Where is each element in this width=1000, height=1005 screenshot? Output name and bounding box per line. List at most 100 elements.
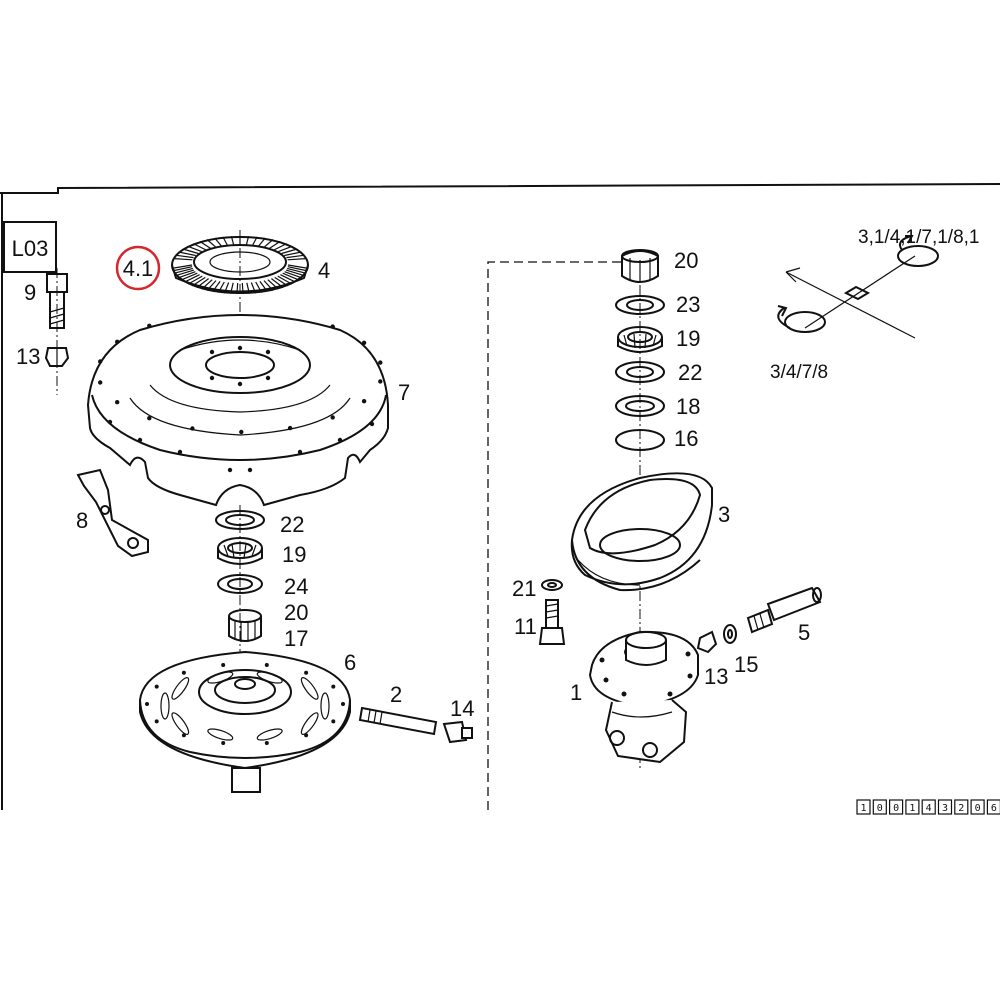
gear-tooth xyxy=(284,271,302,279)
gear-tooth xyxy=(282,272,299,281)
label-part-4: 4 xyxy=(318,258,330,283)
drum-hub-hole xyxy=(265,375,271,381)
gear-tooth xyxy=(281,248,298,255)
drum-rim-hole xyxy=(190,426,195,431)
gear-tooth xyxy=(245,236,250,246)
nut-part-13-right xyxy=(696,630,718,654)
carrier-hole xyxy=(264,663,269,667)
drum-lower-hole xyxy=(337,437,343,443)
gear-tooth xyxy=(257,237,266,247)
drum-rim-hole xyxy=(239,429,244,435)
gear-tooth xyxy=(181,272,198,281)
housing-hole xyxy=(599,657,605,663)
gear-tooth xyxy=(267,279,279,290)
gear-tooth xyxy=(212,281,221,293)
label-part-1: 1 xyxy=(570,680,582,705)
carrier-hole xyxy=(331,719,336,724)
gear-tooth xyxy=(286,254,304,259)
carrier-hole xyxy=(331,684,336,689)
carrier-slot xyxy=(300,712,319,735)
carrier-hole xyxy=(181,733,186,738)
gear-tooth xyxy=(187,275,203,285)
label-part-6: 6 xyxy=(344,650,356,675)
gear-tooth xyxy=(287,264,307,269)
drum-rim-hole xyxy=(115,400,120,405)
gear-housing-part-1 xyxy=(588,630,699,764)
drum-hub-hole xyxy=(237,381,243,387)
carrier-slot xyxy=(320,692,330,720)
gear-tooth xyxy=(280,274,296,283)
gear-tooth xyxy=(250,282,257,294)
gear-tooth xyxy=(286,267,305,274)
bolt-part-11 xyxy=(538,599,566,645)
code-digit: 1 xyxy=(909,803,915,814)
carrier-slot xyxy=(207,728,234,741)
label-part-4-1: 4.1 xyxy=(123,256,154,281)
drum-lower-hole xyxy=(369,421,375,427)
code-digit: 0 xyxy=(877,803,883,814)
stud-part-5 xyxy=(746,586,822,634)
bracket-part-8 xyxy=(76,468,149,558)
carrier-hole xyxy=(181,670,186,675)
gear-tooth xyxy=(176,254,194,259)
gear-tooth xyxy=(222,236,229,246)
code-digit: 2 xyxy=(958,803,964,814)
label-part-24: 24 xyxy=(284,574,308,599)
gear-tooth xyxy=(271,278,284,289)
drum-lower-hole xyxy=(227,467,233,473)
drum-lower-hole xyxy=(247,467,253,473)
gear-tooth xyxy=(214,237,223,247)
drum-rim-hole xyxy=(330,324,335,329)
gear-tooth xyxy=(273,243,287,251)
gear-tooth xyxy=(206,239,217,248)
code-box xyxy=(970,799,985,815)
gear-tooth xyxy=(199,240,212,250)
label-part-14: 14 xyxy=(450,696,474,721)
sheet-id-box: L03 xyxy=(3,221,57,273)
gear-tooth xyxy=(196,278,209,289)
code-box xyxy=(905,799,920,815)
drum-rim-hole xyxy=(361,399,367,404)
code-digit: 0 xyxy=(893,803,899,814)
carrier-slot xyxy=(300,677,319,700)
sheet-id: L03 xyxy=(12,236,49,261)
carrier-hole xyxy=(221,663,226,667)
gear-tooth xyxy=(259,281,268,293)
code-box xyxy=(986,799,1000,815)
label-part-19-right: 19 xyxy=(676,326,700,351)
nut-part-13-left xyxy=(44,347,70,367)
housing-hole xyxy=(687,673,693,679)
drum-lower-hole xyxy=(177,449,183,455)
gear-tooth xyxy=(217,281,225,293)
carrier-hole xyxy=(304,733,309,738)
grease-nipple-part-14 xyxy=(442,720,473,744)
bevel-gear-part-4 xyxy=(171,236,309,295)
gear-tooth xyxy=(287,258,306,261)
code-box xyxy=(937,799,953,815)
drum-rim-hole xyxy=(98,359,103,364)
disc-carrier-part-6 xyxy=(138,650,352,793)
housing-hole xyxy=(603,677,609,683)
gear-tooth xyxy=(274,276,289,287)
carrier-hole xyxy=(154,684,159,689)
drum-rim-hole xyxy=(147,323,152,328)
gear-tooth xyxy=(206,280,217,291)
label-rotation-bottom: 3/4/7/8 xyxy=(770,362,828,383)
drum-hub-hole xyxy=(209,375,215,381)
label-part-16: 16 xyxy=(674,426,698,451)
drum-lower-hole xyxy=(137,437,143,443)
drum-rim-hole xyxy=(147,416,152,421)
label-part-18: 18 xyxy=(676,394,700,419)
drum-rim-hole xyxy=(378,379,383,384)
gear-tooth xyxy=(230,236,235,246)
code-box xyxy=(888,799,904,815)
gear-tooth xyxy=(263,239,274,248)
code-box xyxy=(872,799,887,815)
highlight-circle xyxy=(115,245,161,291)
washer-part-21 xyxy=(541,579,563,591)
gear-tooth xyxy=(175,267,194,274)
gear-tooth xyxy=(285,269,304,276)
drum-lower-hole xyxy=(107,419,113,425)
gear-tooth xyxy=(201,279,213,290)
